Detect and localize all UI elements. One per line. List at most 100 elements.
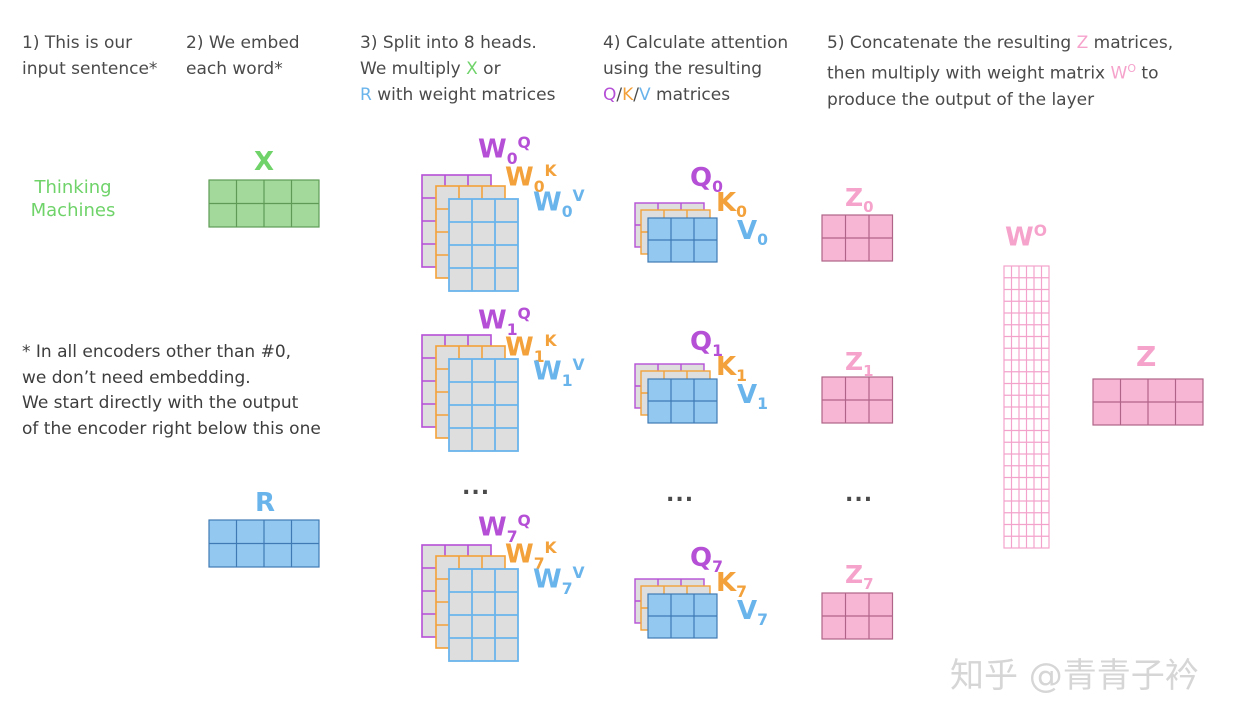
- step-4-v: V: [639, 85, 651, 105]
- step-5-text-a: 5) Concatenate the resulting: [827, 33, 1077, 53]
- z0-letter: Z: [845, 183, 864, 212]
- w-k7-w: W: [505, 539, 534, 570]
- w-v-label-head-1: W1V: [533, 356, 585, 390]
- step-5-text-d: to: [1136, 63, 1159, 84]
- step-4-line-1: 4) Calculate attention: [603, 33, 789, 53]
- v-matrix-head-0: [647, 217, 718, 263]
- v-label-head-7: V7: [737, 596, 768, 629]
- step-4-line-2: using the resulting: [603, 59, 763, 79]
- w-k0-sup: K: [544, 162, 557, 180]
- footnote-line-1: * In all encoders other than #0,: [22, 342, 292, 362]
- step-3-line-3: R with weight matrices: [360, 82, 555, 108]
- w-k0-w: W: [505, 162, 534, 193]
- q0-sub: 0: [712, 178, 723, 197]
- wo-w: W: [1005, 222, 1034, 253]
- encoder-footnote: * In all encoders other than #0, we don’…: [22, 340, 321, 442]
- w-v0-sup: V: [572, 187, 585, 205]
- w-k1-sub: 1: [533, 347, 545, 366]
- input-word-1: Thinking: [34, 177, 112, 198]
- step-2-line-2: each word*: [186, 59, 283, 79]
- step-3-text-c: with weight matrices: [371, 85, 556, 105]
- step-3-r: R: [360, 85, 372, 105]
- k1-sub: 1: [736, 367, 748, 386]
- step-5-text-c: then multiply with weight matrix: [827, 63, 1111, 84]
- k-label-head-1: K1: [716, 352, 747, 385]
- x-embedding-matrix: [208, 179, 320, 228]
- ellipsis-weights: ...: [462, 475, 491, 500]
- step-5-line-2: then multiply with weight matrix WO to: [827, 56, 1173, 87]
- step-4-sep-1: /: [616, 85, 623, 105]
- v-label-head-1: V1: [737, 380, 768, 413]
- w-v7-sup: V: [572, 564, 585, 582]
- w-k-label-head-0: W0K: [505, 162, 557, 196]
- ellipsis-z: ...: [845, 482, 874, 507]
- step-5-z: Z: [1076, 33, 1089, 53]
- z-matrix-head-0: [821, 214, 894, 262]
- q7-sub: 7: [712, 558, 723, 577]
- k-label-head-7: K7: [716, 568, 747, 601]
- step-3-line-2: We multiply X or: [360, 56, 555, 82]
- w-q-label-head-7: W7Q: [478, 512, 531, 546]
- z7-letter: Z: [845, 560, 864, 589]
- z0-sub: 0: [863, 198, 874, 216]
- step-4-sep-2: /: [633, 85, 640, 105]
- v-matrix-head-1: [647, 378, 718, 424]
- w-q7-w: W: [478, 512, 507, 543]
- q-label-head-0: Q0: [690, 163, 723, 196]
- v-matrix-head-7: [647, 593, 718, 639]
- step-1-caption: 1) This is our input sentence*: [22, 30, 157, 82]
- w-k1-w: W: [505, 332, 534, 363]
- z1-sub: 1: [863, 362, 874, 380]
- v0-letter: V: [737, 216, 758, 246]
- step-3-caption: 3) Split into 8 heads. We multiply X or …: [360, 30, 555, 108]
- step-3-text-b: or: [477, 59, 501, 79]
- x-label: X: [254, 147, 275, 177]
- wv-matrix-head-7: [448, 568, 519, 662]
- v-label-head-0: V0: [737, 216, 768, 249]
- w-k7-sup: K: [544, 539, 557, 557]
- k0-sub: 0: [736, 203, 748, 222]
- step-2-line-1: 2) We embed: [186, 33, 300, 53]
- z-label-head-0: Z0: [845, 183, 874, 216]
- k7-sub: 7: [736, 583, 748, 602]
- q1-letter: Q: [690, 327, 713, 357]
- step-4-q: Q: [603, 85, 617, 105]
- w-k1-sup: K: [544, 332, 557, 350]
- step-4-caption: 4) Calculate attention using the resulti…: [603, 30, 788, 108]
- wv-matrix-head-1: [448, 358, 519, 452]
- step-3-line-1: 3) Split into 8 heads.: [360, 33, 537, 53]
- w-k7-sub: 7: [533, 554, 545, 573]
- z-matrix-head-1: [821, 376, 894, 424]
- w-v1-w: W: [533, 356, 562, 387]
- step-1-line-1: 1) This is our: [22, 33, 133, 53]
- w-q-label-head-1: W1Q: [478, 305, 531, 339]
- w-v1-sup: V: [572, 356, 585, 374]
- input-word-2: Machines: [30, 200, 116, 221]
- k0-letter: K: [716, 188, 737, 218]
- v0-sub: 0: [757, 231, 768, 250]
- wv-matrix-head-0: [448, 198, 519, 292]
- z1-letter: Z: [845, 347, 864, 376]
- step-5-caption: 5) Concatenate the resulting Z matrices,…: [827, 30, 1173, 113]
- v7-sub: 7: [757, 611, 768, 630]
- z-output-label: Z: [1136, 340, 1157, 373]
- k1-letter: K: [716, 352, 737, 382]
- w-k-label-head-7: W7K: [505, 539, 557, 573]
- w-v7-sub: 7: [561, 579, 573, 598]
- ellipsis-qkv: ...: [666, 482, 695, 507]
- w-v1-sub: 1: [561, 371, 573, 390]
- z-label-head-1: Z1: [845, 347, 874, 380]
- step-1-line-2: input sentence*: [22, 59, 158, 79]
- q1-sub: 1: [712, 342, 723, 361]
- w-q7-sup: Q: [517, 512, 531, 530]
- step-5-line-1: 5) Concatenate the resulting Z matrices,: [827, 30, 1173, 56]
- step-5-line-3: produce the output of the layer: [827, 89, 1095, 110]
- w-q-label-head-0: W0Q: [478, 134, 531, 168]
- w-q1-sup: Q: [517, 305, 531, 323]
- w-v-label-head-0: W0V: [533, 187, 585, 221]
- step-5-o: O: [1127, 62, 1136, 75]
- w-q0-sup: Q: [517, 134, 531, 152]
- wo-sup: O: [1033, 222, 1047, 240]
- step-3-text-a: We multiply: [360, 59, 467, 79]
- q-label-head-1: Q1: [690, 327, 723, 360]
